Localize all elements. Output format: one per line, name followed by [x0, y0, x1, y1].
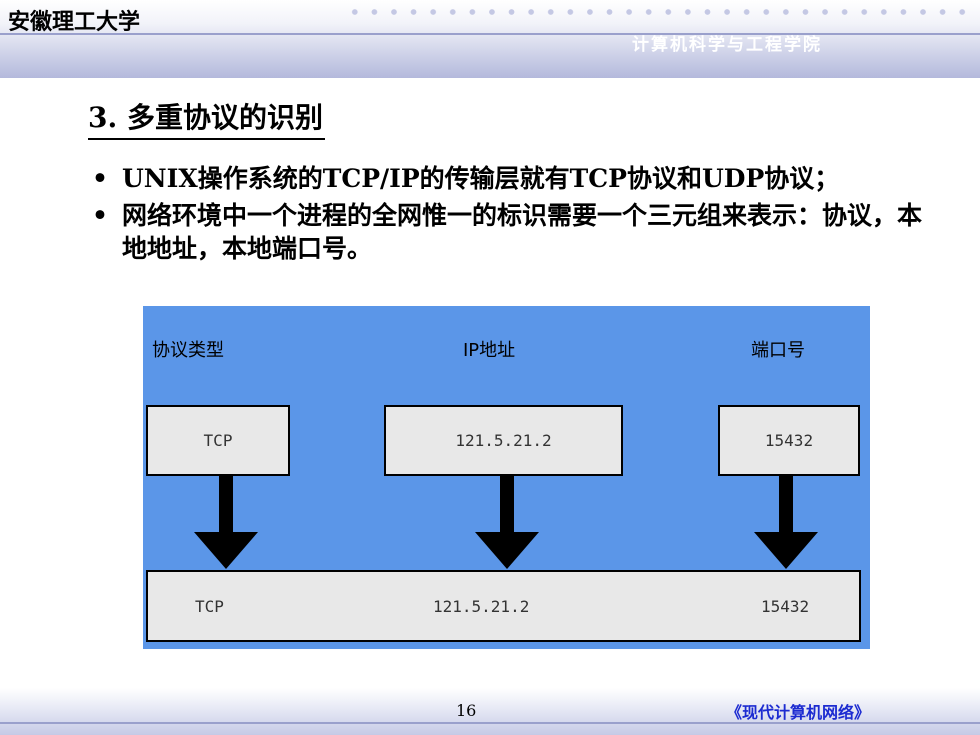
combined-triple-box: TCP 121.5.21.2 15432 — [146, 570, 861, 642]
header-divider — [0, 33, 980, 35]
school-name: 计算机科学与工程学院 — [632, 35, 822, 55]
slide-title: 3. 多重协议的识别 — [88, 100, 325, 140]
protocol-value: TCP — [203, 431, 233, 450]
footer-divider — [0, 722, 980, 724]
port-box: 15432 — [718, 405, 860, 476]
combined-port: 15432 — [761, 596, 810, 616]
decorative-dots — [345, 6, 975, 18]
bullet-icon: • — [92, 201, 108, 230]
down-arrow-icon — [475, 476, 539, 569]
bullet-text: UNIX操作系统的TCP/IP的传输层就有TCP协议和UDP协议； — [122, 164, 840, 193]
slide-header: 安徽理工大学 计算机科学与工程学院 — [0, 0, 980, 78]
slide-footer — [0, 688, 980, 735]
ip-address-box: 121.5.21.2 — [384, 405, 623, 476]
university-name: 安徽理工大学 — [8, 10, 141, 35]
protocol-box: TCP — [146, 405, 290, 476]
book-title: 《现代计算机网络》 — [726, 703, 871, 722]
bullet-item: • UNIX操作系统的TCP/IP的传输层就有TCP协议和UDP协议； — [92, 162, 922, 195]
header-port-number: 端口号 — [751, 340, 805, 361]
bullet-icon: • — [92, 164, 108, 193]
port-value: 15432 — [764, 431, 814, 450]
header-protocol-type: 协议类型 — [152, 340, 224, 361]
combined-protocol: TCP — [195, 596, 224, 616]
page-number: 16 — [456, 701, 477, 720]
bullet-list: • UNIX操作系统的TCP/IP的传输层就有TCP协议和UDP协议； • 网络… — [92, 162, 922, 269]
triple-diagram: 协议类型 IP地址 端口号 TCP 121.5.21.2 15432 TCP 1… — [143, 306, 870, 649]
bullet-text: 网络环境中一个进程的全网惟一的标识需要一个三元组来表示：协议，本地地址，本地端口… — [122, 201, 923, 263]
combined-ip-address: 121.5.21.2 — [433, 596, 530, 616]
down-arrow-icon — [194, 476, 258, 569]
down-arrow-icon — [754, 476, 818, 569]
ip-address-value: 121.5.21.2 — [455, 431, 552, 450]
bullet-item: • 网络环境中一个进程的全网惟一的标识需要一个三元组来表示：协议，本地地址，本地… — [92, 199, 922, 265]
header-ip-address: IP地址 — [463, 340, 516, 361]
